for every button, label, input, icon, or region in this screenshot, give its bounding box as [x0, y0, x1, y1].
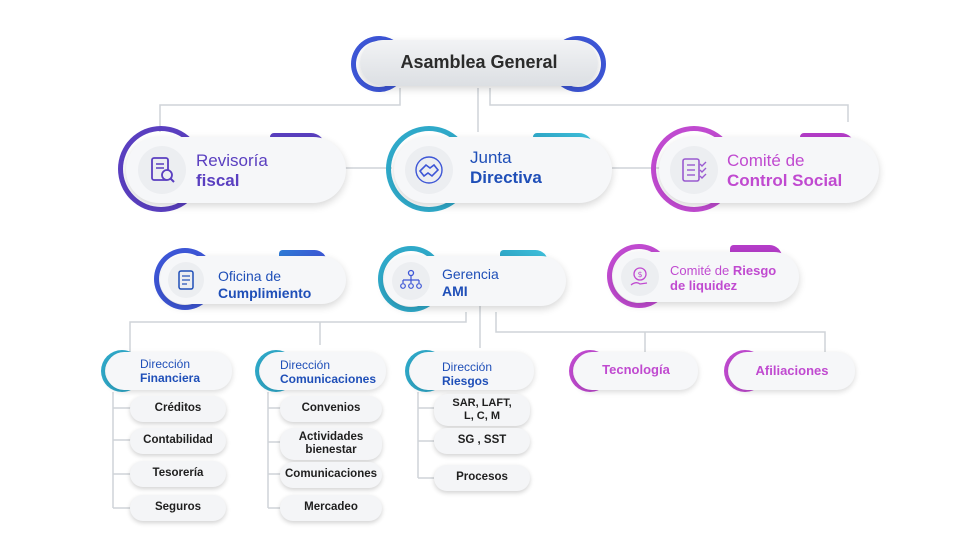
comite-riesgo-line1b: Riesgo [732, 263, 777, 278]
sub-item[interactable]: SAR, LAFT, L, C, M [434, 394, 530, 426]
sub-item[interactable]: Tesorería [130, 461, 226, 487]
connector-line [129, 312, 467, 352]
revisoria-line2: fiscal [196, 171, 240, 191]
comunicaciones-line1: Dirección [280, 358, 331, 372]
comite-control-line2: Control Social [727, 171, 843, 191]
connector-line [489, 88, 849, 122]
direccion-comunicaciones-label: Dirección Comunicaciones [280, 358, 376, 386]
sub-item[interactable]: Contabilidad [130, 428, 226, 454]
comite-control-social-label: Comité de Control Social [727, 151, 842, 191]
gerencia-line2: AMI [442, 282, 468, 299]
revisoria-line1: Revisoría [196, 151, 268, 170]
direccion-comunicaciones-pill [260, 352, 386, 390]
audit-document-icon [138, 146, 186, 194]
direccion-financiera-label: Dirección Financiera [140, 357, 200, 385]
riesgos-line1: Dirección [442, 360, 493, 374]
sub-item[interactable]: Comunicaciones [280, 462, 382, 488]
svg-text:$: $ [637, 270, 642, 279]
comite-riesgo-line1a: Comité de [670, 263, 733, 278]
sub-item[interactable]: Convenios [280, 396, 382, 422]
node-arc [351, 36, 407, 92]
sub-item[interactable]: Actividades bienestar [280, 428, 382, 460]
connector-line [112, 392, 132, 509]
comite-riesgo-line2: de liquidez [670, 278, 738, 294]
afiliaciones-label: Afiliaciones [755, 363, 829, 378]
node-arc [651, 126, 737, 212]
node-arc [378, 246, 444, 312]
asamblea-general-label: Asamblea General [400, 52, 558, 72]
hand-coin-icon: $ [621, 258, 659, 296]
afiliaciones-pill [729, 352, 855, 390]
asamblea-general-pill [360, 40, 598, 86]
node-arc [550, 36, 606, 92]
oficina-line2: Cumplimiento [218, 284, 312, 301]
comite-riesgo-label: Comité de Riesgo de liquidez [670, 263, 776, 294]
checklist-icon [670, 146, 718, 194]
team-hierarchy-icon [392, 262, 430, 300]
comunicaciones-line2: Comunicaciones [280, 372, 377, 387]
sub-item[interactable]: SG , SST [434, 428, 530, 454]
sub-item[interactable]: Procesos [434, 465, 530, 491]
sub-item[interactable]: Créditos [130, 396, 226, 422]
node-arc [607, 244, 671, 308]
junta-line2: Directiva [470, 168, 542, 188]
connector-line [417, 392, 434, 479]
node-arc [154, 248, 216, 310]
tecnologia-pill [574, 352, 698, 390]
document-icon [168, 262, 204, 298]
junta-line1: Junta [470, 148, 512, 167]
financiera-line1: Dirección [140, 357, 191, 371]
financiera-line2: Financiera [140, 371, 201, 386]
tecnologia-label: Tecnología [602, 362, 670, 377]
gerencia-ami-label: Gerencia AMI [442, 266, 499, 299]
direccion-riesgos-pill [410, 352, 534, 390]
node-arc [386, 126, 472, 212]
riesgos-line2: Riesgos [442, 374, 489, 389]
comite-control-line1: Comité de [727, 151, 805, 170]
handshake-circle-icon [405, 146, 453, 194]
direccion-financiera-pill [106, 352, 232, 390]
connector-line [495, 312, 826, 352]
gerencia-line1: Gerencia [442, 266, 499, 282]
direccion-riesgos-label: Dirección Riesgos [442, 360, 492, 388]
connector-line [267, 392, 282, 509]
connector-line [159, 88, 401, 132]
node-arc [118, 126, 204, 212]
oficina-cumplimiento-label: Oficina de Cumplimiento [218, 268, 311, 301]
sub-item[interactable]: Seguros [130, 495, 226, 521]
sub-item[interactable]: Mercadeo [280, 495, 382, 521]
oficina-line1: Oficina de [218, 268, 282, 284]
junta-directiva-label: Junta Directiva [470, 148, 542, 188]
revisoria-fiscal-label: Revisoría fiscal [196, 151, 268, 191]
